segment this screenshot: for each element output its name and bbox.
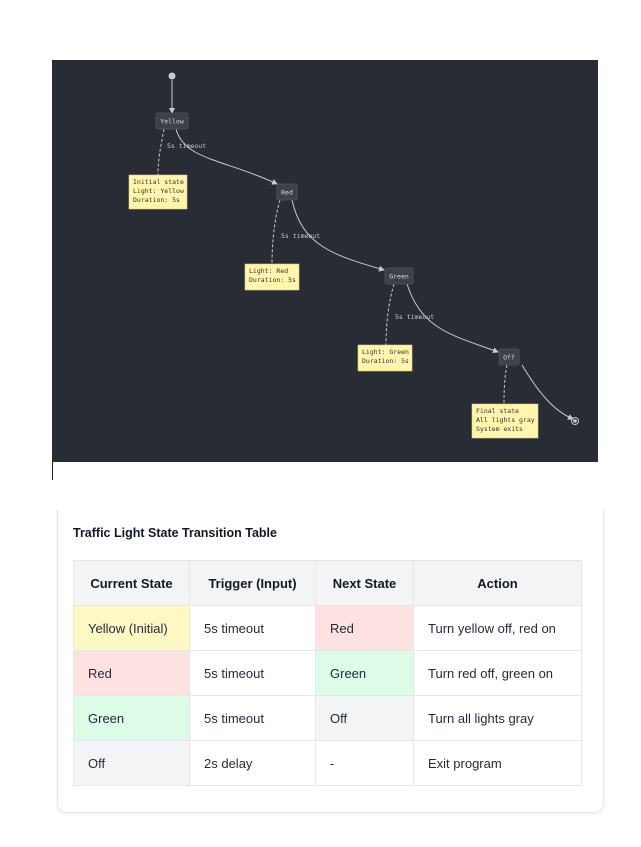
state-off: Off — [498, 348, 520, 366]
cell-trigger: 2s delay — [189, 740, 316, 786]
transition-yellow-red — [175, 128, 278, 185]
note-green-line-2: Duration: 5s — [362, 357, 409, 365]
state-yellow: Yellow — [155, 112, 189, 130]
note-yellow-line-3: Duration: 5s — [133, 196, 180, 204]
note-yellow: Initial state Light: Yellow Duration: 5s — [128, 174, 188, 210]
header-next-state: Next State — [315, 560, 414, 606]
edge-label-green-off: 5s timeout — [395, 313, 434, 321]
table-row: Red 5s timeout Green Turn red off, green… — [73, 650, 582, 696]
final-state-marker — [571, 417, 579, 425]
cell-next-state: - — [315, 740, 414, 786]
transition-red-green — [291, 199, 385, 272]
cell-current-state: Green — [73, 695, 190, 741]
header-current-state: Current State — [73, 560, 190, 606]
note-off-line-2: All lights gray — [476, 416, 535, 424]
note-green: Light: Green Duration: 5s — [357, 344, 413, 372]
note-yellow-line-2: Light: Yellow — [133, 187, 184, 195]
state-red: Red — [276, 183, 298, 201]
state-label-yellow: Yellow — [160, 118, 184, 126]
note-red-line-2: Duration: 5s — [249, 276, 296, 284]
note-connector-green — [385, 283, 395, 346]
cell-action: Turn all lights gray — [413, 695, 582, 741]
state-diagram: 5s timeout 5s timeout 5s timeout Yellow … — [52, 60, 598, 462]
initial-state-marker — [168, 72, 176, 80]
state-diagram-svg: 5s timeout 5s timeout 5s timeout Yellow … — [128, 72, 579, 439]
edge-label-red-green: 5s timeout — [281, 232, 320, 240]
cell-action: Exit program — [413, 740, 582, 786]
cell-current-state: Yellow (Initial) — [73, 605, 190, 651]
transition-green-off — [406, 283, 499, 354]
note-red-line-1: Light: Red — [249, 267, 288, 275]
note-off-line-3: System exits — [476, 425, 523, 433]
table-row: Off 2s delay - Exit program — [73, 740, 582, 786]
state-label-red: Red — [281, 189, 293, 197]
note-green-line-1: Light: Green — [362, 348, 409, 356]
cell-trigger: 5s timeout — [189, 650, 316, 696]
text-cursor — [52, 462, 53, 480]
state-label-off: Off — [503, 354, 515, 362]
header-action: Action — [413, 560, 582, 606]
cell-current-state: Off — [73, 740, 190, 786]
state-label-green: Green — [389, 273, 409, 281]
note-connector-yellow — [157, 128, 165, 176]
note-yellow-line-1: Initial state — [133, 178, 184, 186]
table-header-row: Current State Trigger (Input) Next State… — [73, 560, 582, 606]
cell-next-state: Green — [315, 650, 414, 696]
state-transition-table: Current State Trigger (Input) Next State… — [73, 560, 582, 786]
final-transition-arrow — [521, 364, 574, 420]
state-green: Green — [384, 267, 414, 285]
cell-trigger: 5s timeout — [189, 695, 316, 741]
note-off: Final state All lights gray System exits — [471, 403, 539, 439]
table-title: Traffic Light State Transition Table — [73, 526, 277, 540]
note-connector-off — [503, 364, 508, 405]
cell-action: Turn red off, green on — [413, 650, 582, 696]
note-off-line-1: Final state — [476, 407, 519, 415]
table-row: Green 5s timeout Off Turn all lights gra… — [73, 695, 582, 741]
cell-next-state: Red — [315, 605, 414, 651]
note-connector-red — [271, 199, 281, 265]
header-trigger: Trigger (Input) — [189, 560, 316, 606]
edge-label-yellow-red: 5s timeout — [167, 142, 206, 150]
cell-action: Turn yellow off, red on — [413, 605, 582, 651]
cell-trigger: 5s timeout — [189, 605, 316, 651]
note-red: Light: Red Duration: 5s — [244, 263, 300, 291]
cell-current-state: Red — [73, 650, 190, 696]
table-row: Yellow (Initial) 5s timeout Red Turn yel… — [73, 605, 582, 651]
cell-next-state: Off — [315, 695, 414, 741]
